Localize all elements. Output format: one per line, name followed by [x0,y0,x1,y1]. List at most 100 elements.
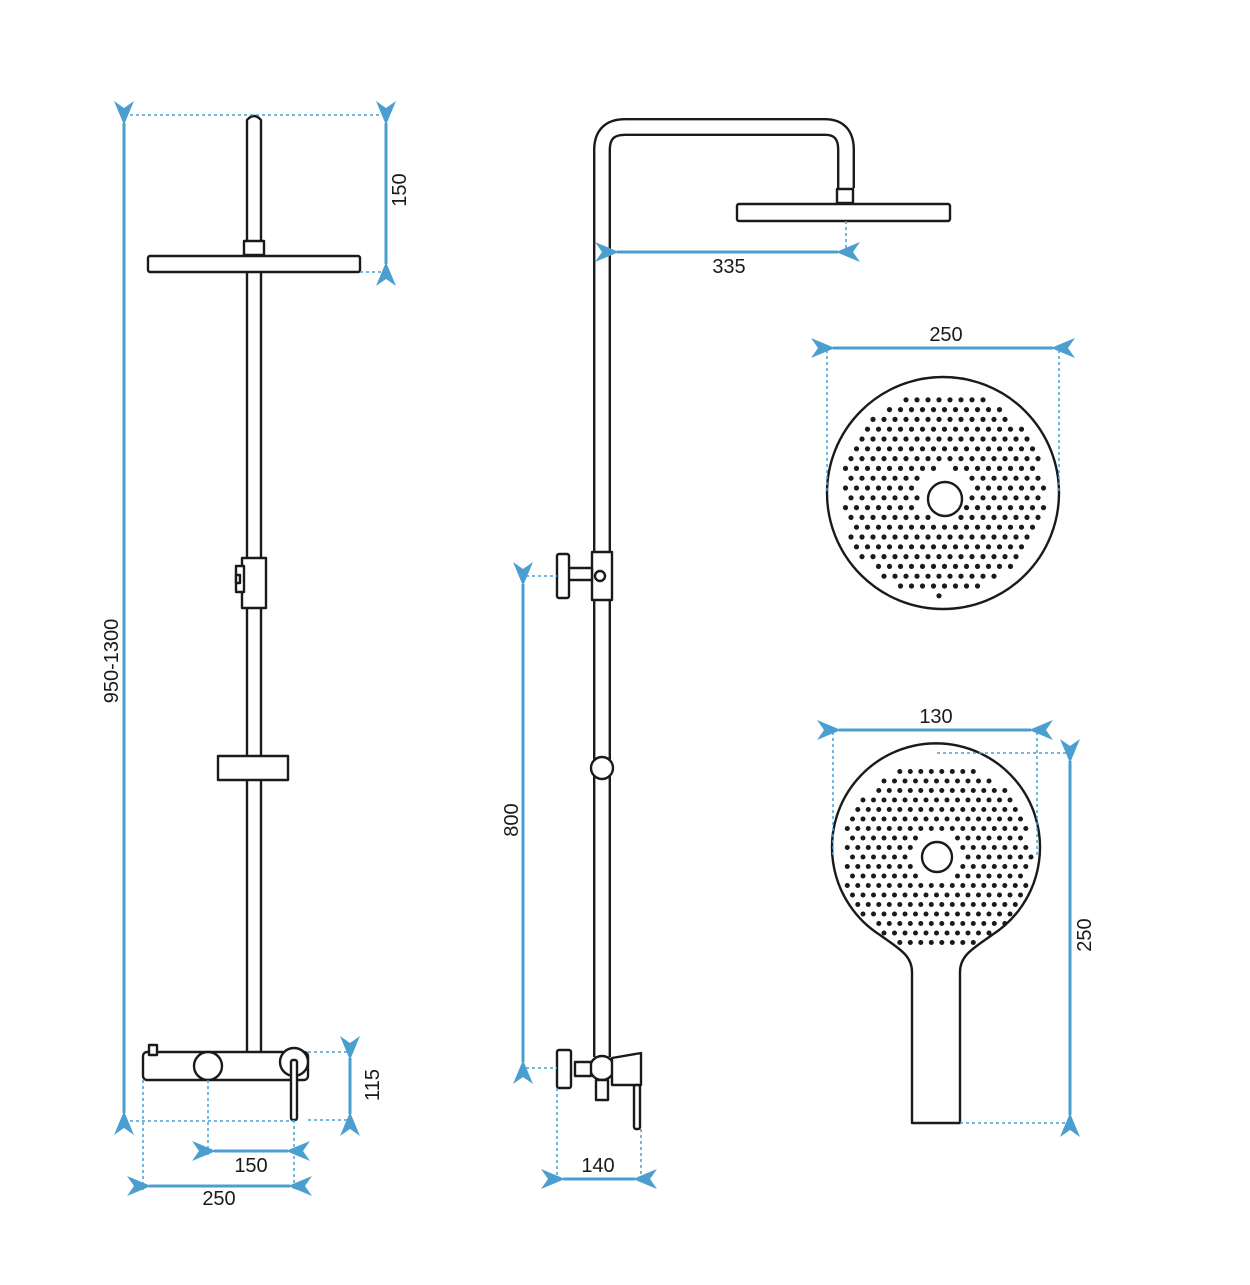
nozzle-dot [923,778,929,784]
nozzle-dot [991,864,997,869]
front-slider [240,556,268,610]
nozzle-dot [1013,534,1019,540]
nozzle-dot [1013,495,1019,501]
nozzle-dot [918,807,924,812]
nozzle-dot [1013,436,1019,442]
nozzle-dot [934,797,939,803]
nozzle-dot [855,864,861,869]
nozzle-dot [860,911,866,917]
nozzle-dot [934,911,939,917]
nozzle-dot [925,397,931,403]
nozzle-dot [952,583,959,589]
nozzle-dot [985,446,992,452]
side-rail-joint [589,755,615,781]
nozzle-dot [871,835,876,841]
nozzle-dot [881,416,887,422]
nozzle-dot [1035,456,1041,462]
nozzle-dot [876,807,882,812]
nozzle-dot [1002,495,1008,501]
nozzle-dot [892,911,897,917]
nozzle-dot [886,446,893,452]
nozzle-dot [914,475,920,481]
label-total-height: 950-1300 [101,619,123,704]
nozzle-dot [848,514,854,521]
label-mixer-height: 115 [362,1069,384,1101]
nozzle-dot [970,940,976,945]
nozzle-dot [928,883,934,888]
nozzle-dot [876,788,882,793]
nozzle-dot [960,845,966,850]
nozzle-dot [941,544,948,550]
nozzle-dot [928,788,934,793]
nozzle-dot [976,930,981,936]
nozzle-dot [970,902,976,907]
nozzle-dot [881,573,887,579]
nozzle-dot [853,505,860,511]
label-mixer-depth: 140 [581,1155,614,1177]
nozzle-dot [848,475,854,481]
nozzle-dot [860,816,866,822]
nozzle-dot [892,797,897,803]
nozzle-dot [955,892,960,898]
nozzle-dot [886,902,892,907]
nozzle-dot [936,416,942,422]
nozzle-dot [991,788,997,793]
nozzle-dot [871,797,876,803]
nozzle-dot [1007,854,1013,860]
nozzle-dot [897,807,903,812]
nozzle-dot [949,769,955,774]
nozzle-dot [892,554,898,560]
nozzle-dot [864,446,871,452]
nozzle-dot [908,583,915,589]
nozzle-dot [965,892,971,898]
nozzle-dot [886,921,892,926]
nozzle-dot [923,930,929,936]
nozzle-dot [907,788,913,793]
nozzle-dot [996,465,1003,471]
nozzle-dot [980,554,986,560]
nozzle-dot [913,797,918,803]
nozzle-dot [848,456,854,462]
nozzle-dot [892,534,898,540]
nozzle-dot [1018,544,1025,550]
nozzle-dot [1002,902,1008,907]
nozzle-dot [897,426,904,432]
nozzle-dot [844,883,850,888]
nozzle-dot [881,816,887,822]
nozzle-dot [1023,826,1029,831]
nozzle-dot [1013,554,1019,560]
nozzle-dot [980,456,986,462]
nozzle-dot [892,514,898,521]
nozzle-dot [985,426,992,432]
nozzle-dot [925,416,931,422]
nozzle-dot [897,940,903,945]
nozzle-dot [842,505,849,511]
nozzle-dot [952,563,959,570]
nozzle-dot [1007,911,1013,917]
nozzle-dot [1007,524,1014,530]
front-holder [216,754,290,782]
nozzle-dot [949,921,955,926]
nozzle-dot [908,426,915,432]
front-mixer-lever [289,1058,299,1122]
nozzle-dot [969,397,975,403]
nozzle-dot [985,563,992,570]
nozzle-dot [986,892,992,898]
nozzle-dot [1002,514,1008,521]
front-slider-pin [234,573,242,585]
nozzle-dot [903,514,909,521]
nozzle-dot [941,583,948,589]
nozzle-dot [892,873,897,879]
side-mixer-inlet [573,1060,593,1078]
nozzle-dot [897,845,903,850]
nozzle-dot [902,816,908,822]
nozzle-dot [928,921,934,926]
nozzle-dot [991,807,997,812]
label-hand-width: 130 [919,706,952,728]
front-mixer-cap [147,1043,159,1057]
nozzle-dot [949,940,955,945]
nozzle-dot [928,902,934,907]
nozzle-dot [996,544,1003,550]
nozzle-dot [881,930,887,936]
nozzle-dot [870,416,876,422]
